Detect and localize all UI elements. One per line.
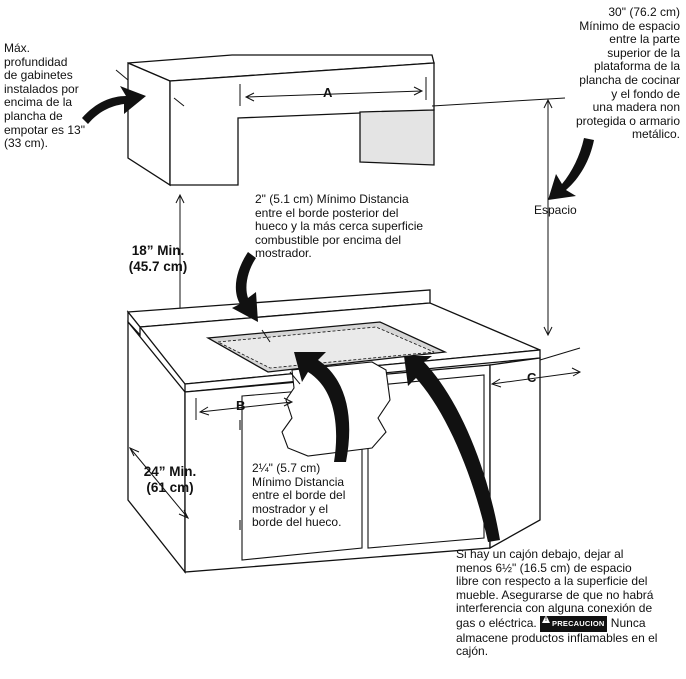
upper-cabinet [127,54,435,187]
dim-24-line [128,446,190,520]
label-a: A [323,85,333,100]
note-front-edge: 2¼" (5.7 cm) Mínimo Distancia entre el b… [252,461,346,530]
note-drawer-part1: Si hay un cajón debajo, dejar al menos 6… [456,547,654,630]
precaucion-badge: PRECAUCION [540,614,608,632]
dim-c-line [490,347,582,388]
leader-arrows [82,86,594,542]
note-rear-edge: 2" (5.1 cm) Mínimo Distancia entre el bo… [255,192,424,261]
dim-a-line [239,77,427,106]
dim-b-line [195,397,294,420]
note-top-clearance: 30" (76.2 cm) Mínimo de espacio entre la… [575,5,680,142]
label-24-min: 24” Min. (61 cm) [143,464,197,495]
label-c: C [527,370,537,385]
label-espacio: Espacio [534,203,577,217]
note-max-depth: Máx. profundidad de gabinetes instalados… [4,41,85,151]
label-18-min: 18” Min. (45.7 cm) [128,243,188,274]
label-b: B [236,398,246,413]
pointer-lines [115,69,185,107]
edge-ticks [261,329,301,385]
clearance-line [431,97,566,337]
countertop-cutout [205,321,448,373]
note-drawer-part2: Nunca almacene productos inflamables en … [456,615,658,659]
note-drawer: Si hay un cajón debajo, dejar al menos 6… [456,547,682,659]
